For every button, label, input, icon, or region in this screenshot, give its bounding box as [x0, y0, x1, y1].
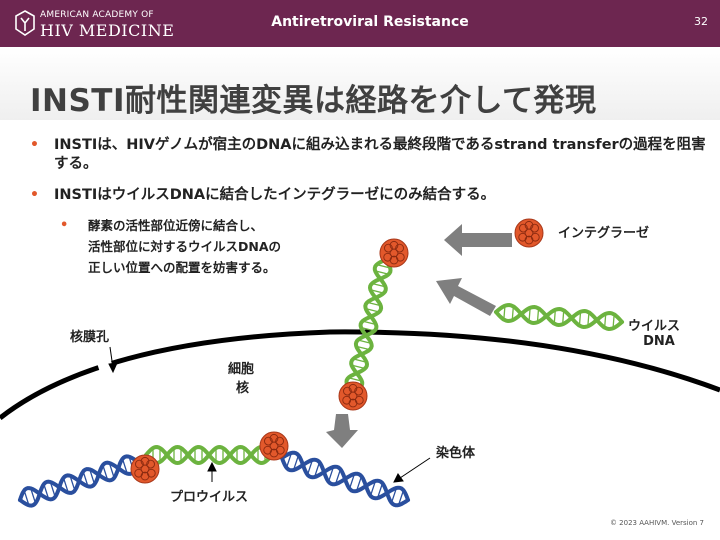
header-bar: AMERICAN ACADEMY OF HIV MEDICINE Antiret… — [0, 0, 720, 47]
label-viral-dna: ウイルス DNA — [628, 315, 680, 349]
bullet-text: INSTIは、HIVゲノムが宿主のDNAに組み込まれる最終段階であるstrand… — [54, 137, 706, 172]
label-viral-dna-line: ウイルス — [628, 319, 681, 334]
title-band — [0, 47, 720, 120]
label-provirus: プロウイルス — [170, 490, 249, 505]
section-title: Antiretroviral Resistance — [271, 14, 469, 30]
nuclear-pore — [96, 356, 114, 374]
label-nucleus: 細胞 核 — [228, 358, 254, 396]
page-number: 32 — [694, 15, 708, 28]
aahivm-logo: AMERICAN ACADEMY OF HIV MEDICINE — [14, 7, 174, 41]
bullet-item: • INSTIは、HIVゲノムが宿主のDNAに組み込まれる最終段階であるstra… — [30, 136, 710, 174]
slide-title: INSTI耐性関連変異は経路を介して発現 — [30, 83, 597, 119]
label-nucleus-line: 核 — [236, 381, 250, 396]
pointer-head-icon — [393, 473, 404, 483]
pointer-head-icon — [108, 362, 118, 374]
bullet-dot-icon: • — [60, 218, 69, 233]
viral-dna-helix — [344, 258, 393, 394]
integrase-molecule-icon — [338, 381, 368, 411]
sub-bullet-line: 酵素の活性部位近傍に結合し、 — [88, 218, 264, 233]
integrase-molecule-icon — [379, 238, 409, 268]
label-chromosome: 染色体 — [436, 446, 476, 461]
integrase-molecule-icon — [259, 431, 289, 461]
logo-figure-icon — [15, 10, 35, 36]
integrase-molecule-icon — [514, 218, 544, 248]
integrase-layer — [130, 218, 544, 484]
host-dna-right-helix — [280, 450, 410, 508]
provirus-helix — [144, 444, 274, 466]
sub-bullet-item: • 酵素の活性部位近傍に結合し、 活性部位に対するウイルスDNAの 正しい位置へ… — [30, 215, 710, 278]
bullet-dot-icon: • — [30, 187, 39, 203]
label-nucleus-line: 細胞 — [228, 362, 255, 377]
bullet-text: INSTIはウイルスDNAに結合したインテグラーゼにのみ結合する。 — [54, 187, 496, 203]
arrow-down-icon — [326, 414, 358, 448]
pointer-head-icon — [207, 461, 217, 472]
label-nuclear-pore: 核膜孔 — [70, 330, 110, 345]
sub-bullet-line: 正しい位置への配置を妨害する。 — [88, 260, 276, 275]
free-viral-dna-helix — [494, 302, 624, 332]
nuclear-membrane — [0, 329, 720, 420]
logo-org-line2: HIV MEDICINE — [40, 21, 175, 40]
integrase-molecule-icon — [130, 454, 160, 484]
pointer-chromosome — [399, 457, 431, 479]
label-integrase: インテグラーゼ — [558, 226, 650, 241]
arrow-viral-dna-icon — [436, 278, 496, 316]
arrow-integrase-icon — [444, 224, 512, 256]
sub-bullet-line: 活性部位に対するウイルスDNAの — [88, 239, 282, 254]
host-dna-left-helix — [18, 454, 140, 508]
label-viral-dna-line: DNA — [643, 334, 675, 349]
bullet-list: • INSTIは、HIVゲノムが宿主のDNAに組み込まれる最終段階であるstra… — [30, 136, 710, 278]
copyright-notice: © 2023 AAHIVM. Version 7 — [609, 519, 704, 527]
bullet-item: • INSTIはウイルスDNAに結合したインテグラーゼにのみ結合する。 — [30, 186, 710, 205]
bullet-dot-icon: • — [30, 137, 39, 153]
dna-layer — [18, 258, 624, 508]
logo-org-line1: AMERICAN ACADEMY OF — [40, 10, 154, 20]
